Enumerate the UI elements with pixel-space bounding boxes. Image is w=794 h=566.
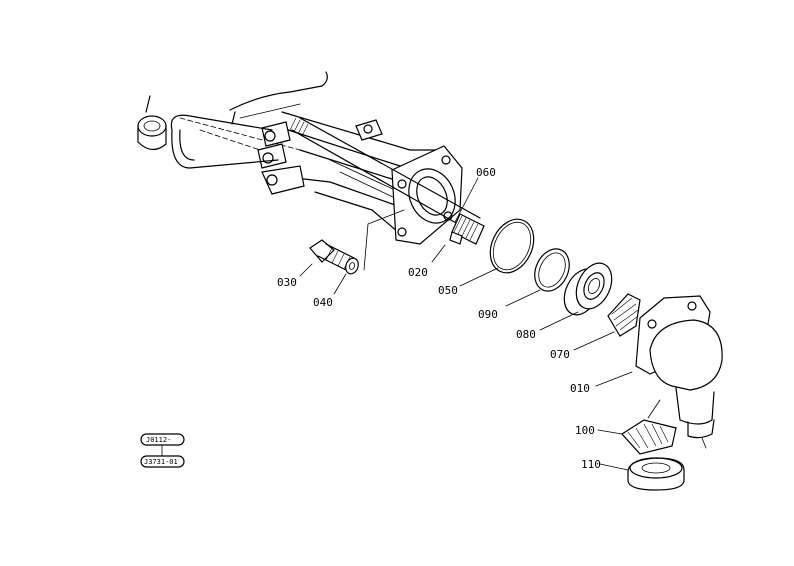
- part-110-bearing: [599, 457, 685, 491]
- reference-stamps: J0112- J3731-01: [140, 433, 185, 468]
- reference-label-bottom: J3731-01: [144, 458, 178, 466]
- label-050: 050: [438, 284, 458, 297]
- mounting-flange-plate: [391, 145, 463, 245]
- part-020-pin: [431, 231, 463, 263]
- part-090-snap-ring: [505, 248, 570, 307]
- label-110: 110: [581, 458, 601, 471]
- label-080: 080: [516, 328, 536, 341]
- part-050-o-ring: [459, 218, 535, 287]
- part-080-bearing: [539, 262, 613, 331]
- part-040-washer: [333, 257, 359, 295]
- label-030: 030: [277, 276, 297, 289]
- label-100: 100: [575, 424, 595, 437]
- upper-frame-housing: [137, 71, 446, 233]
- part-060-drive-shaft: [289, 117, 485, 245]
- part-100-bevel-gear: [597, 399, 677, 455]
- label-070: 070: [550, 348, 570, 361]
- part-070-bevel-gear: [573, 293, 641, 351]
- label-020: 020: [408, 266, 428, 279]
- label-090: 090: [478, 308, 498, 321]
- reference-label-top: J0112-: [146, 436, 171, 444]
- label-010: 010: [570, 382, 590, 395]
- label-040: 040: [313, 296, 333, 309]
- reference-stamp-top: [140, 433, 185, 446]
- part-010-gear-case: [595, 295, 723, 449]
- label-060: 060: [476, 166, 496, 179]
- reference-stamp-bottom: [140, 455, 185, 468]
